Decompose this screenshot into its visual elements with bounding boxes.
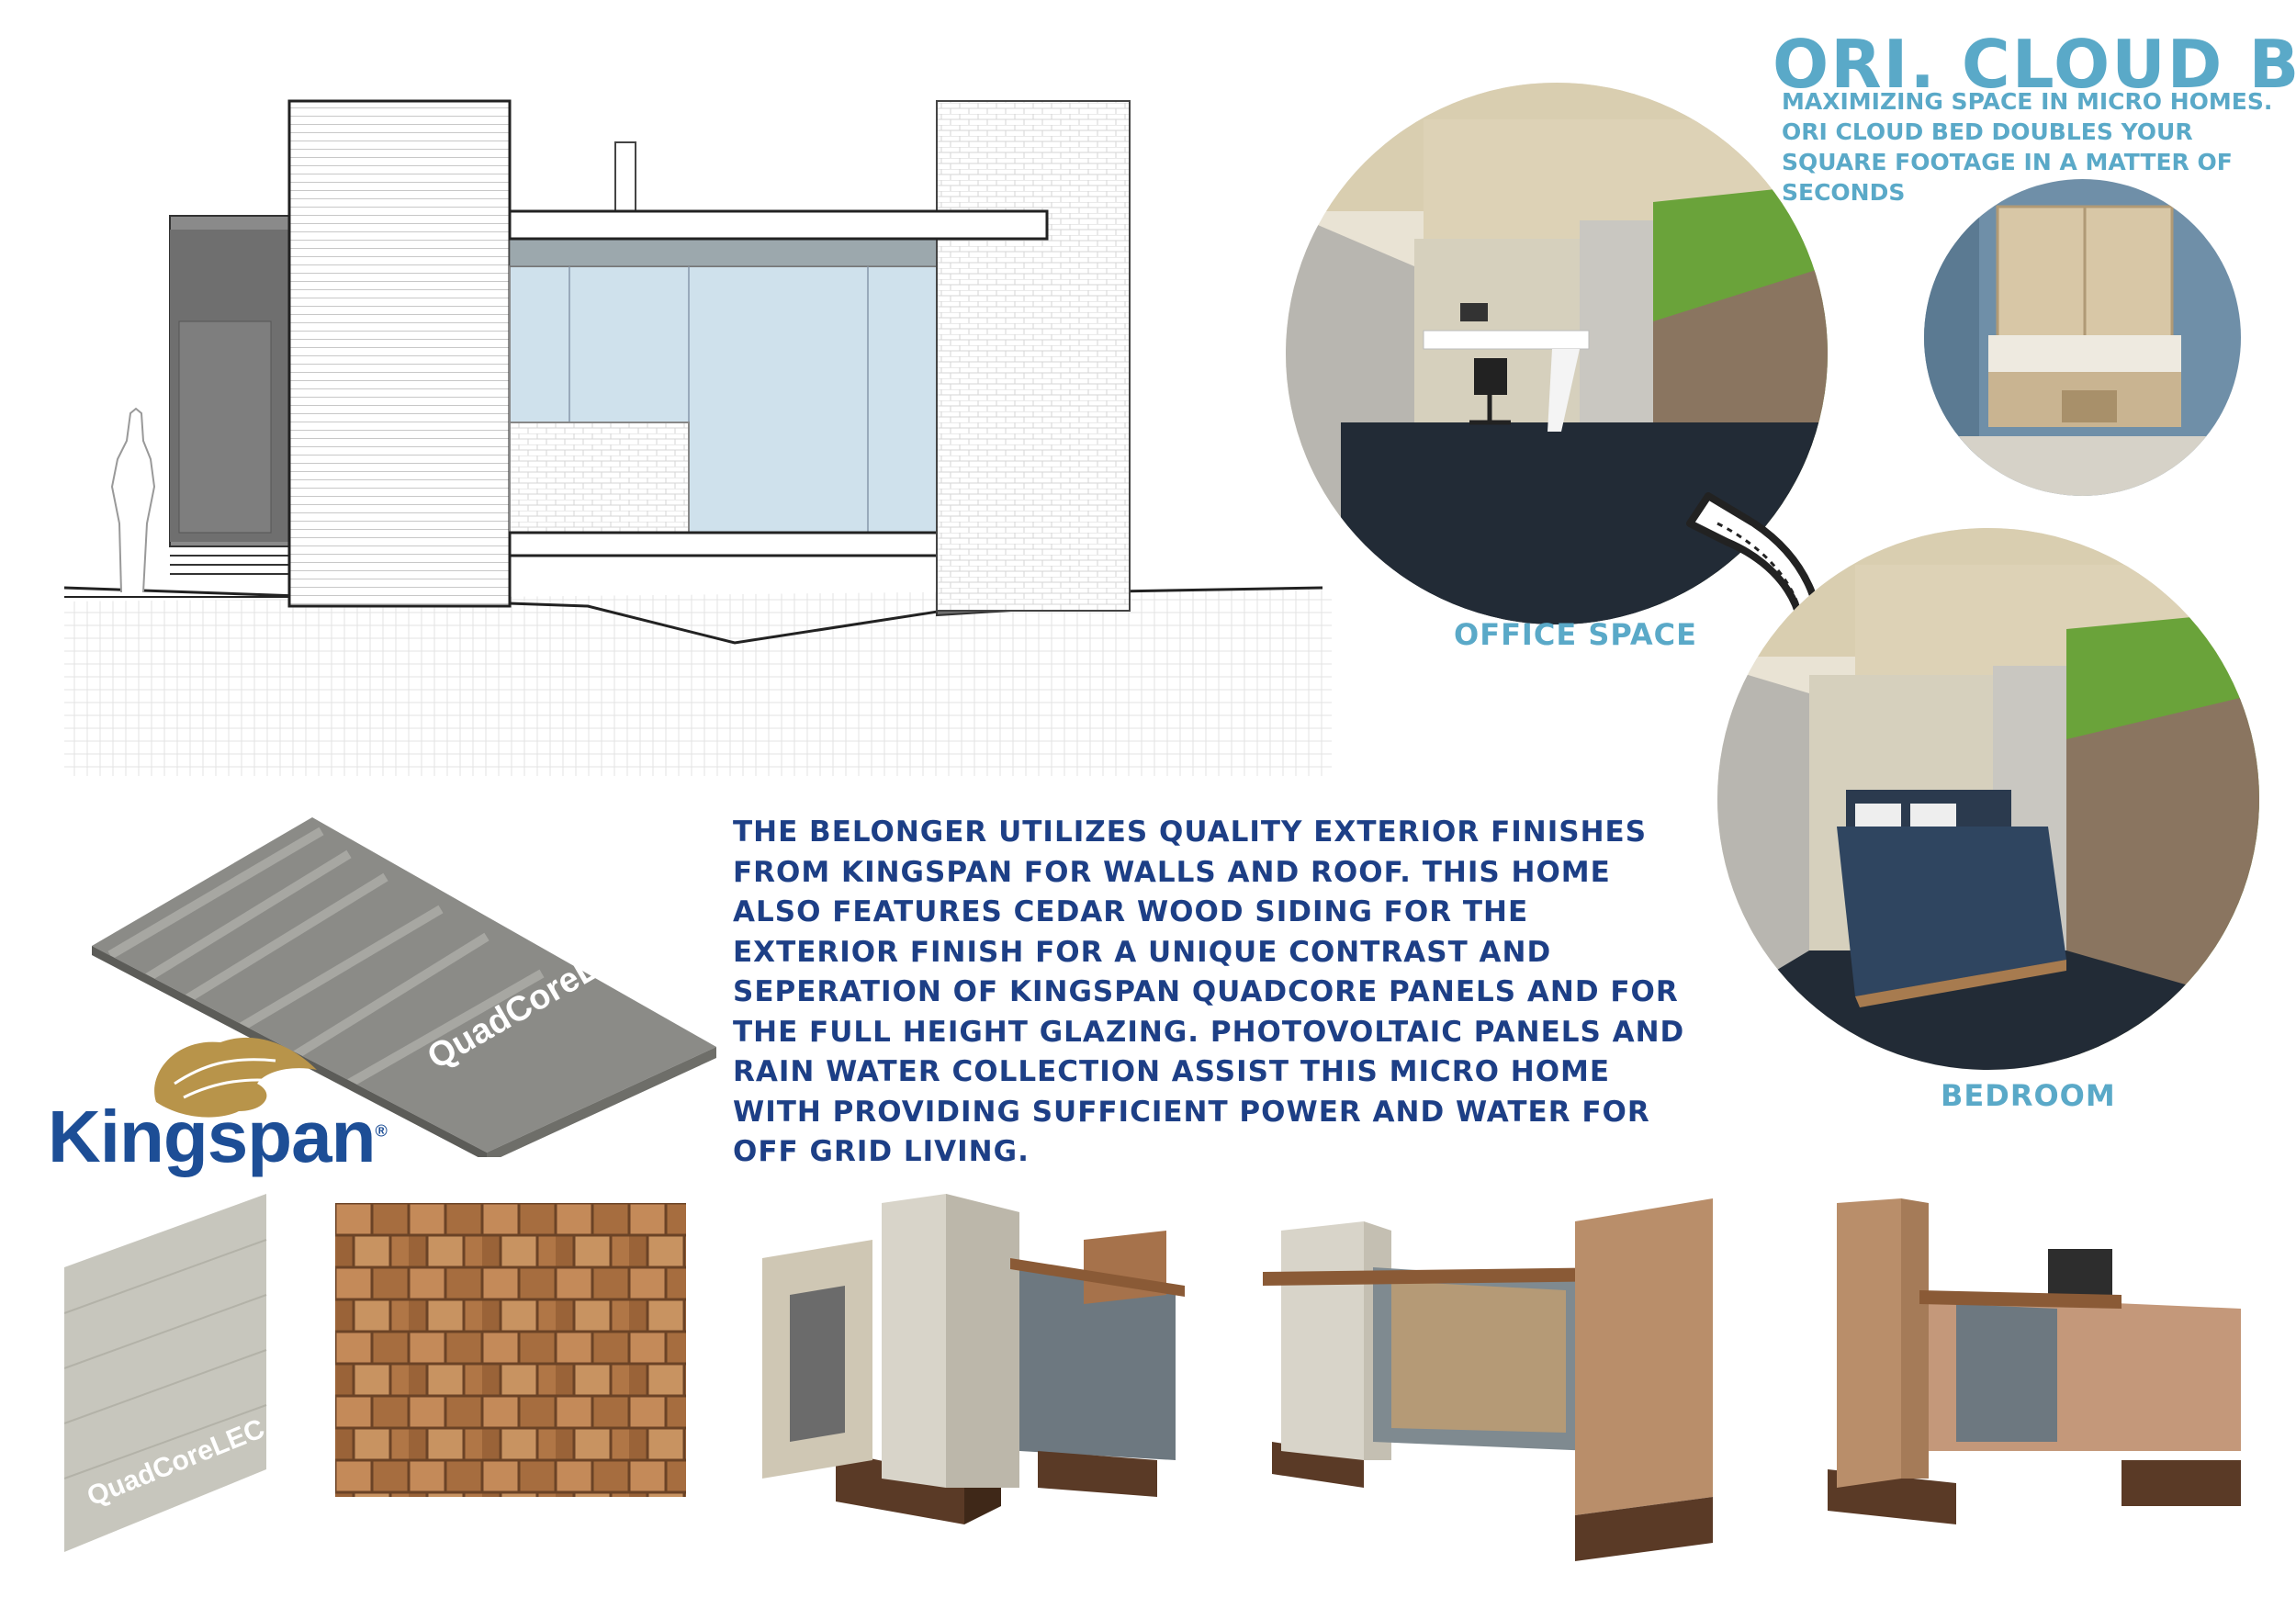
project-description: THE BELONGER UTILIZES QUALITY EXTERIOR F… [733, 815, 1685, 1168]
bedroom-render [1717, 528, 2259, 1070]
kingspan-lion-logo-icon [154, 1037, 317, 1118]
model-view-3 [1828, 1198, 2241, 1524]
model-view-1 [762, 1194, 1185, 1524]
office-caption: OFFICE SPACE [1454, 617, 1697, 652]
wall-panel-image: QuadCoreLEC [64, 1194, 269, 1552]
cedar-shingles-image [335, 1203, 686, 1497]
page-title: ORI. CLOUD BED [1773, 26, 2296, 103]
bedroom-caption: BEDROOM [1941, 1078, 2116, 1113]
elevation-drawing [63, 99, 1332, 776]
model-view-2 [1263, 1198, 1713, 1561]
kingspan-logo: Kingspan® [48, 1096, 388, 1177]
cloud-bed-photo [1924, 179, 2241, 496]
page-subtitle: MAXIMIZING SPACE IN MICRO HOMES. ORI CLO… [1782, 88, 2273, 206]
